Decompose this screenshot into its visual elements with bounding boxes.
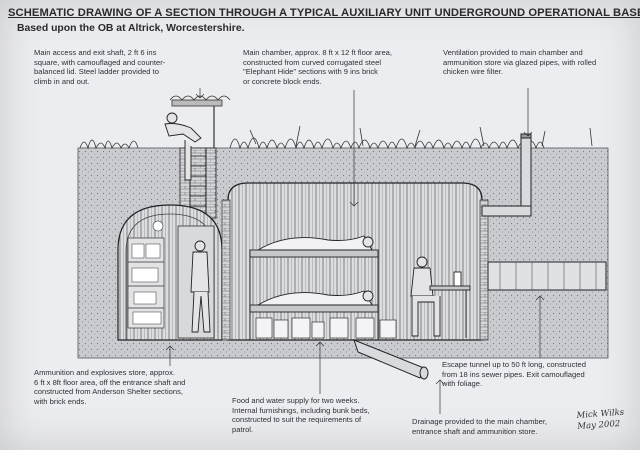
soldier-climbing-figure — [164, 112, 202, 181]
callout-access-shaft: Main access and exit shaft, 2 ft 6 ins s… — [34, 48, 166, 86]
surface-foliage — [79, 125, 593, 150]
callout-ammunition-store: Ammunition and explosives store, approx.… — [34, 368, 186, 406]
shaft-lid — [169, 95, 231, 148]
main-chamber — [221, 182, 489, 341]
callout-food-water: Food and water supply for two weeks. Int… — [232, 396, 370, 434]
callout-main-chamber: Main chamber, approx. 8 ft x 12 ft floor… — [243, 48, 392, 86]
callout-drainage: Drainage provided to the main chamber, e… — [412, 417, 548, 436]
escape-tunnel — [487, 261, 607, 291]
ventilation-pipe — [481, 133, 532, 217]
page-title: SCHEMATIC DRAWING OF A SECTION THROUGH A… — [8, 7, 640, 19]
callout-ventilation: Ventilation provided to main chamber and… — [443, 48, 597, 77]
leader-lines — [165, 88, 545, 414]
food-water-supplies — [255, 317, 397, 339]
bunk-beds — [249, 235, 379, 340]
drainage-pipe — [353, 339, 429, 380]
seated-soldier-figure — [410, 256, 471, 338]
standing-soldier-figure — [177, 225, 215, 339]
callout-escape-tunnel: Escape tunnel up to 50 ft long, construc… — [442, 360, 586, 389]
page-subtitle: Based upon the OB at Altrick, Worcesters… — [17, 23, 245, 34]
